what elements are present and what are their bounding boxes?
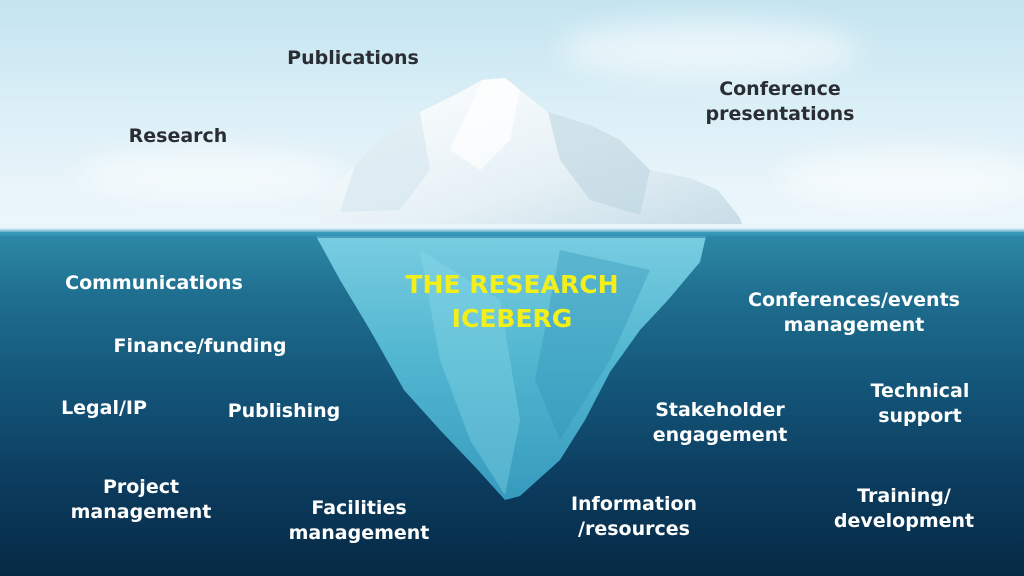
waterline (0, 228, 1024, 238)
iceberg-underwater (316, 236, 706, 500)
label-project-management: Project management (70, 476, 212, 523)
label-stakeholder-engagement: Stakeholder engagement (652, 399, 788, 446)
label-publishing: Publishing (227, 400, 341, 422)
label-conferences-events-management: Conferences/events management (748, 289, 960, 336)
label-finance-funding: Finance/funding (113, 335, 287, 357)
label-research: Research (128, 125, 228, 147)
label-facilities-management: Facilities management (288, 497, 430, 544)
label-legal-ip: Legal/IP (61, 397, 147, 419)
label-technical-support: Technical support (870, 380, 970, 427)
label-publications: Publications (287, 47, 419, 69)
label-information-resources: Information /resources (570, 493, 698, 540)
iceberg-title: THE RESEARCH ICEBERG (405, 270, 619, 333)
label-training-development: Training/ development (833, 485, 975, 532)
label-conference-presentations: Conference presentations (705, 78, 855, 125)
label-communications: Communications (65, 272, 243, 294)
